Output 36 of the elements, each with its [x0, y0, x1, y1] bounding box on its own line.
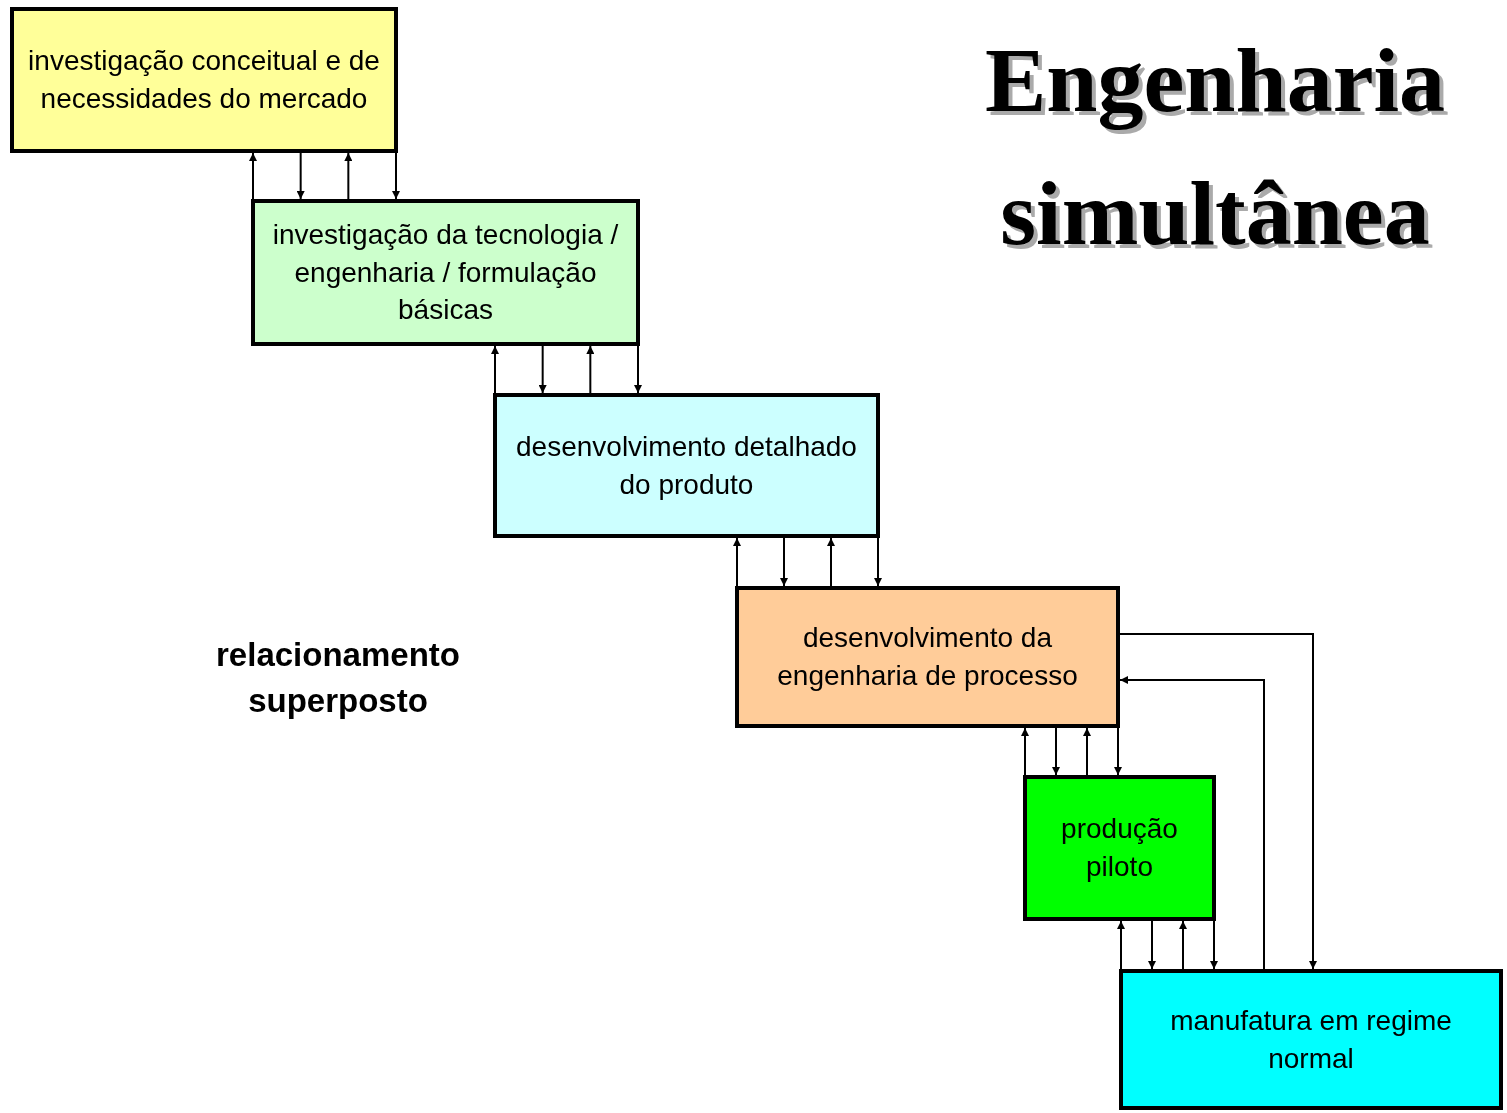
arrow — [1210, 920, 1218, 970]
box-text: investigação da tecnologia / engenharia / formulação básicas — [271, 217, 620, 328]
arrow — [491, 345, 499, 394]
arrow — [874, 537, 882, 587]
process-box — [10, 7, 398, 153]
process-box — [1023, 775, 1216, 921]
arrow — [1114, 727, 1122, 776]
arrow — [827, 537, 835, 587]
note-text: relacionamento superposto — [215, 635, 461, 722]
process-box — [251, 199, 640, 346]
process-box — [493, 393, 880, 538]
box-text: desenvolvimento da engenharia de processo — [776, 621, 1079, 693]
arrow — [249, 152, 257, 200]
arrow — [1119, 633, 1317, 970]
process-box — [735, 586, 1120, 728]
arrow — [1052, 727, 1060, 776]
box-text: manufatura em regime normal — [1169, 1003, 1453, 1076]
arrow — [733, 537, 741, 587]
box-text: desenvolvimento detalhado do produto — [515, 429, 858, 502]
arrow — [1117, 920, 1125, 970]
arrow — [392, 152, 400, 200]
title: Engenharia simultânea — [983, 28, 1447, 267]
arrow — [538, 345, 547, 394]
arrow — [1119, 676, 1265, 970]
box-text: produção piloto — [1060, 812, 1179, 884]
arrow — [296, 152, 305, 200]
process-box — [1119, 969, 1503, 1110]
arrow — [1148, 920, 1156, 970]
arrow — [586, 345, 595, 394]
arrow — [1179, 920, 1187, 970]
arrow — [634, 345, 642, 394]
box-text: investigação conceitual e de necessidades do mercado — [27, 44, 381, 116]
arrow — [780, 537, 788, 587]
arrow — [344, 152, 353, 200]
arrow — [1021, 727, 1029, 776]
arrow — [1083, 727, 1091, 776]
